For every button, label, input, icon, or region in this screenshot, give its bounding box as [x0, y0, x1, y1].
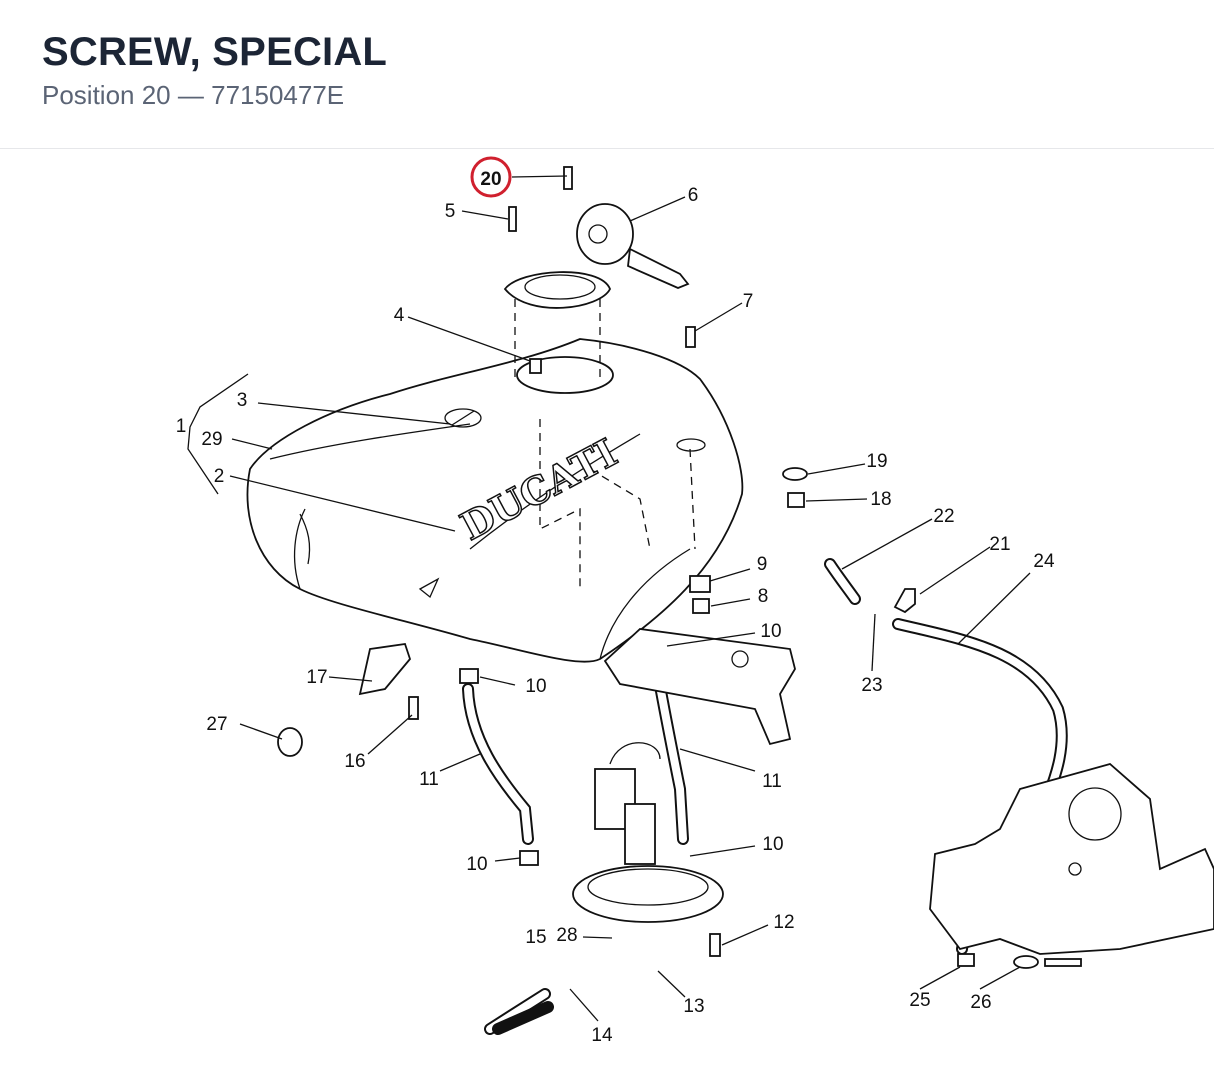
- fuel-tank: DUCATI: [246, 338, 744, 663]
- callout-20-highlight[interactable]: 20: [480, 169, 501, 190]
- callout-13[interactable]: 13: [683, 996, 704, 1017]
- header: SCREW, SPECIAL Position 20 — 77150477E: [0, 0, 1214, 149]
- callout-7[interactable]: 7: [743, 291, 754, 312]
- callout-23[interactable]: 23: [861, 675, 882, 696]
- callout-22[interactable]: 22: [933, 506, 954, 527]
- page-subtitle: Position 20 — 77150477E: [42, 80, 344, 111]
- crankcase: [929, 763, 1214, 969]
- callout-11-b[interactable]: 11: [762, 771, 782, 792]
- callout-labels: 20 5 6 7 4 3 1 29 2 19 18 22 21 24 9 8 1…: [176, 156, 1055, 1046]
- callout-5[interactable]: 5: [445, 201, 456, 222]
- callout-15[interactable]: 15: [525, 927, 546, 948]
- diagram-svg: DUCATI: [176, 156, 1214, 1046]
- callout-8[interactable]: 8: [758, 586, 769, 607]
- callout-26[interactable]: 26: [970, 992, 991, 1013]
- callout-19[interactable]: 19: [866, 451, 887, 472]
- callout-10-d[interactable]: 10: [762, 834, 783, 855]
- callout-16[interactable]: 16: [344, 751, 365, 772]
- callout-10-b[interactable]: 10: [525, 676, 546, 697]
- callout-28[interactable]: 28: [556, 925, 577, 946]
- filler-cap-assembly: [503, 166, 696, 379]
- exploded-parts-diagram: DUCATI: [0, 149, 1214, 1088]
- page-title: SCREW, SPECIAL: [42, 30, 388, 74]
- highlight-ring: [470, 156, 512, 198]
- callout-14[interactable]: 14: [591, 1025, 613, 1046]
- callout-10-a[interactable]: 10: [760, 621, 781, 642]
- callout-17[interactable]: 17: [306, 667, 327, 688]
- callout-25[interactable]: 25: [909, 990, 930, 1011]
- callout-3[interactable]: 3: [237, 390, 248, 411]
- callout-4[interactable]: 4: [394, 305, 405, 326]
- callout-24[interactable]: 24: [1033, 551, 1055, 572]
- callout-10-c[interactable]: 10: [466, 854, 487, 875]
- position-label: Position 20: [42, 80, 171, 110]
- callout-6[interactable]: 6: [688, 185, 699, 206]
- part-number: 77150477E: [211, 80, 345, 110]
- callout-29[interactable]: 29: [201, 429, 222, 450]
- callout-1[interactable]: 1: [176, 416, 187, 437]
- callout-21[interactable]: 21: [989, 534, 1010, 555]
- callout-27[interactable]: 27: [206, 714, 227, 735]
- leader-lines: [187, 175, 1031, 1022]
- callout-2[interactable]: 2: [214, 466, 225, 487]
- callout-18[interactable]: 18: [870, 489, 891, 510]
- callout-9[interactable]: 9: [757, 554, 768, 575]
- callout-11-a[interactable]: 11: [419, 769, 439, 790]
- callout-12[interactable]: 12: [773, 912, 794, 933]
- separator: —: [177, 80, 204, 110]
- fuel-pump: [572, 742, 724, 923]
